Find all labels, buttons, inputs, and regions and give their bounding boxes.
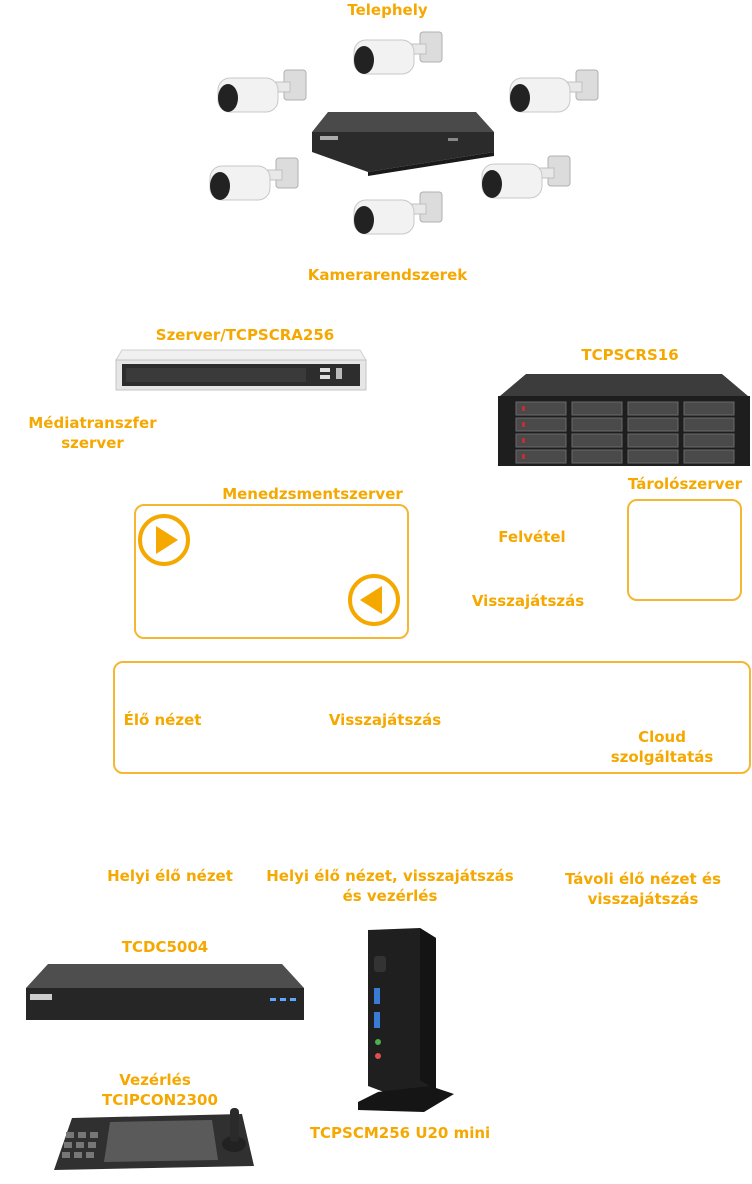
camera-left-upper-image xyxy=(214,68,312,126)
rack-server-image xyxy=(114,348,368,396)
control-keyboard-image xyxy=(52,1104,256,1176)
mini-pc-model-label: TCPSCM256 U20 mini xyxy=(309,1124,491,1142)
server-model-label: Szerver/TCPSCRA256 xyxy=(155,326,335,344)
control-label-line1: Vezérlés xyxy=(119,1071,191,1089)
remote-label-line1: Távoli élő nézet és xyxy=(564,870,722,888)
media-transfer-label-line2: szerver xyxy=(61,434,124,452)
reverse-play-circle-icon xyxy=(347,573,401,627)
nvr-recorder-image xyxy=(308,106,496,180)
management-server-box xyxy=(134,504,409,639)
camera-top-image xyxy=(350,30,448,88)
local-full-label-line2: és vezérlés xyxy=(342,887,438,905)
play-circle-icon xyxy=(137,513,191,567)
dvr-recorder-image xyxy=(24,962,306,1022)
storage-model-label: TCPSCRS16 xyxy=(581,346,679,364)
playback-storage-label: Visszajátszás xyxy=(471,592,585,610)
camera-systems-label: Kamerarendszerek xyxy=(307,266,468,284)
mini-pc-image xyxy=(358,926,458,1116)
cloud-label-line1: Cloud xyxy=(638,728,686,746)
camera-left-lower-image xyxy=(206,156,304,214)
playback-center-label: Visszajátszás xyxy=(328,711,442,729)
storage-array-image xyxy=(496,372,752,468)
camera-bottom-image xyxy=(350,190,448,248)
camera-right-upper-image xyxy=(506,68,604,126)
client-services-box xyxy=(113,661,751,774)
media-transfer-label-line1: Médiatranszfer xyxy=(28,414,157,432)
live-view-label: Élő nézet xyxy=(123,711,202,729)
site-title: Telephely xyxy=(347,1,428,19)
recording-label: Felvétel xyxy=(498,528,566,546)
remote-label-line2: visszajátszás xyxy=(587,890,699,908)
control-label-line2: TCIPCON2300 xyxy=(102,1091,218,1109)
camera-right-lower-image xyxy=(478,154,576,212)
dvr-model-label: TCDC5004 xyxy=(121,938,209,956)
storage-server-box xyxy=(627,499,742,601)
local-full-label-line1: Helyi élő nézet, visszajátszás xyxy=(266,867,514,885)
local-live-view-label: Helyi élő nézet xyxy=(107,867,233,885)
storage-server-label: Tárolószerver xyxy=(627,475,743,493)
management-server-label: Menedzsmentszerver xyxy=(222,485,403,503)
cloud-label-line2: szolgáltatás xyxy=(610,748,714,766)
